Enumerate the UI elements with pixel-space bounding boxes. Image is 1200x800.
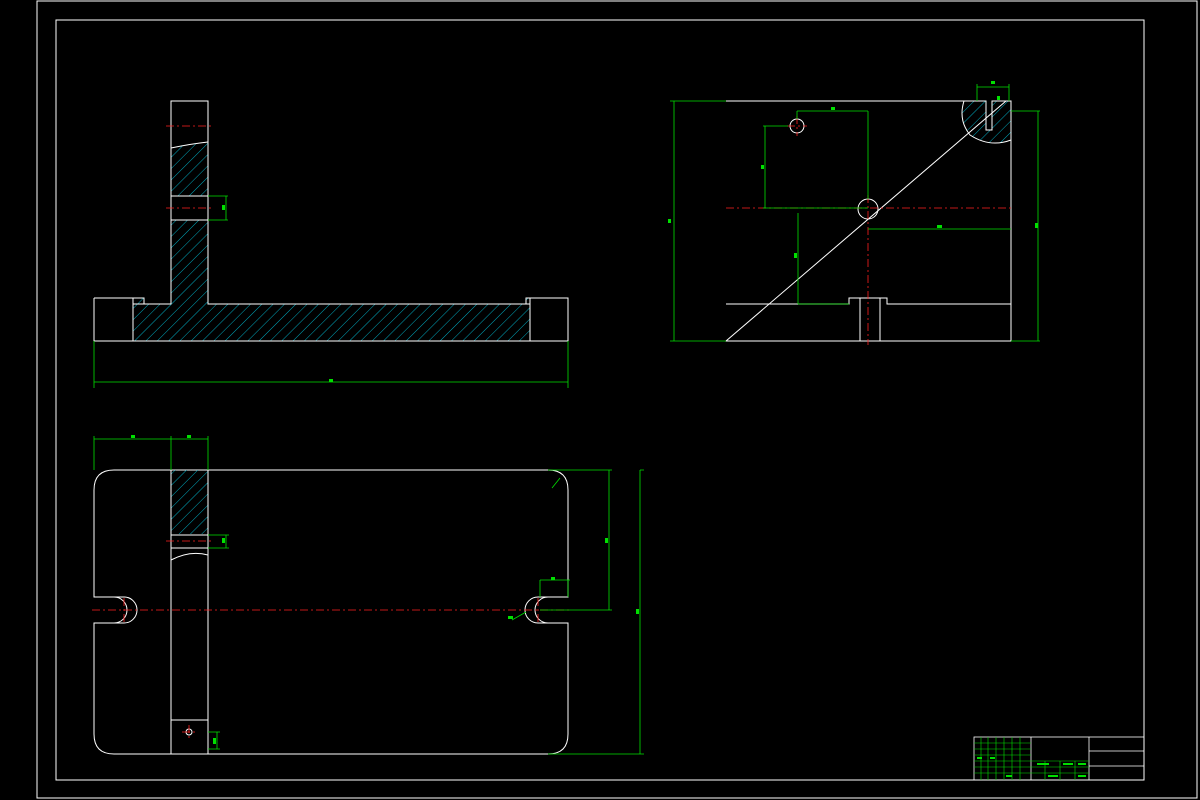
top-plate-outline [93, 469, 569, 755]
side-outline [724, 100, 1012, 342]
top-break-line [170, 552, 209, 561]
top-dimension-text [213, 738, 216, 744]
sheet-outer-border [36, 0, 1198, 799]
side-dimension-text [937, 225, 942, 228]
title-block-text [990, 757, 995, 759]
title-block-frame [973, 736, 1145, 781]
side-dimension-text [668, 219, 671, 223]
top-upright-hole-gap [171, 535, 208, 548]
top-dimension-text [636, 609, 639, 614]
title-block-text [1078, 763, 1086, 765]
front-dimension-text [222, 205, 225, 210]
title-block-text [1048, 775, 1058, 777]
title-block-text [1063, 763, 1073, 765]
side-dimension-text [761, 165, 764, 169]
top-dimension-text [551, 577, 555, 580]
top-upright-outline [170, 470, 209, 754]
side-dimension-text [794, 253, 797, 258]
front-dimension-text [329, 379, 333, 382]
side-dimension-text [991, 81, 995, 84]
front-dimension [93, 195, 569, 388]
title-block-text [1006, 775, 1012, 777]
title-block-grid [1030, 737, 1144, 780]
top-view [92, 435, 644, 755]
top-dimension [93, 436, 644, 755]
side-dimension-text [831, 107, 835, 110]
front-section-hatch [133, 142, 530, 341]
title-block [973, 736, 1145, 781]
side-view [668, 81, 1040, 345]
top-dimension-text [131, 435, 135, 438]
front-section-view [93, 100, 569, 388]
front-outline [93, 100, 569, 342]
side-slot-hatch [961, 100, 1012, 144]
side-dimension-text [1035, 223, 1038, 228]
side-dimension-text [997, 96, 1000, 100]
title-block-text [1037, 763, 1049, 765]
top-dimension-text [605, 538, 608, 543]
top-upright-hatch [171, 470, 208, 534]
top-dimension-text [222, 538, 225, 543]
sheet-inner-border [55, 19, 1145, 781]
top-dimension-text [187, 435, 191, 438]
front-break-line [170, 141, 209, 149]
title-block-text [1078, 775, 1086, 777]
top-dimension-text [508, 616, 513, 619]
title-block-text [977, 757, 982, 759]
